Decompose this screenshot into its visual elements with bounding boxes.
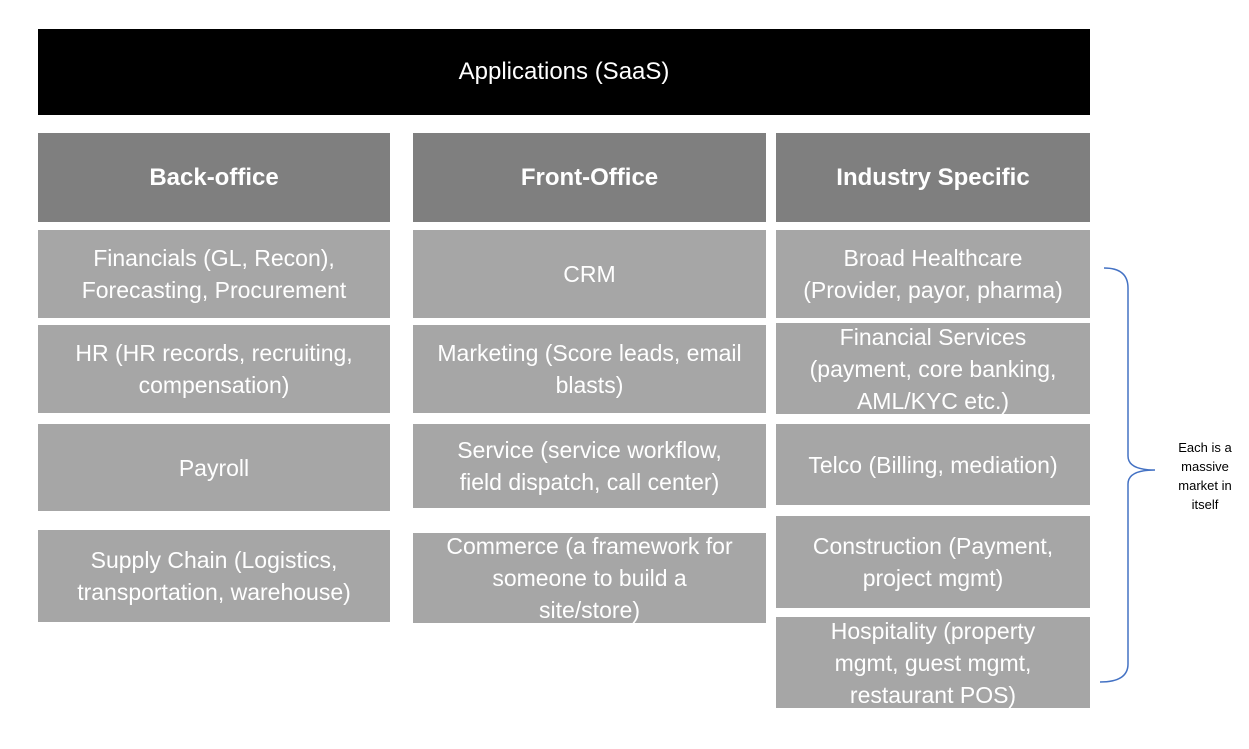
cell-payroll: Payroll — [38, 424, 390, 511]
cell-construction: Construction (Payment, project mgmt) — [776, 516, 1090, 608]
cell-telco: Telco (Billing, mediation) — [776, 424, 1090, 505]
slide-title: Applications (SaaS) — [458, 58, 670, 85]
cell-supply-chain: Supply Chain (Logistics, transportation,… — [38, 530, 390, 622]
cell-marketing: Marketing (Score leads, email blasts) — [413, 325, 766, 413]
cell-financial-services: Financial Services (payment, core bankin… — [776, 323, 1090, 414]
cell-broad-healthcare: Broad Healthcare (Provider, payor, pharm… — [776, 230, 1090, 318]
cell-financials: Financials (GL, Recon), Forecasting, Pro… — [38, 230, 390, 318]
column-header-back-office: Back-office — [38, 133, 390, 222]
cell-service: Service (service workflow, field dispatc… — [413, 424, 766, 508]
cell-commerce: Commerce (a framework for someone to bui… — [413, 533, 766, 623]
title-bar: Applications (SaaS) — [38, 29, 1090, 115]
curly-brace-icon — [1099, 267, 1156, 683]
annotation-text: Each is a massive market in itself — [1178, 440, 1232, 512]
cell-crm: CRM — [413, 230, 766, 318]
column-header-front-office: Front-Office — [413, 133, 766, 222]
column-header-industry-specific: Industry Specific — [776, 133, 1090, 222]
cell-hospitality: Hospitality (property mgmt, guest mgmt, … — [776, 617, 1090, 708]
cell-hr: HR (HR records, recruiting, compensation… — [38, 325, 390, 413]
